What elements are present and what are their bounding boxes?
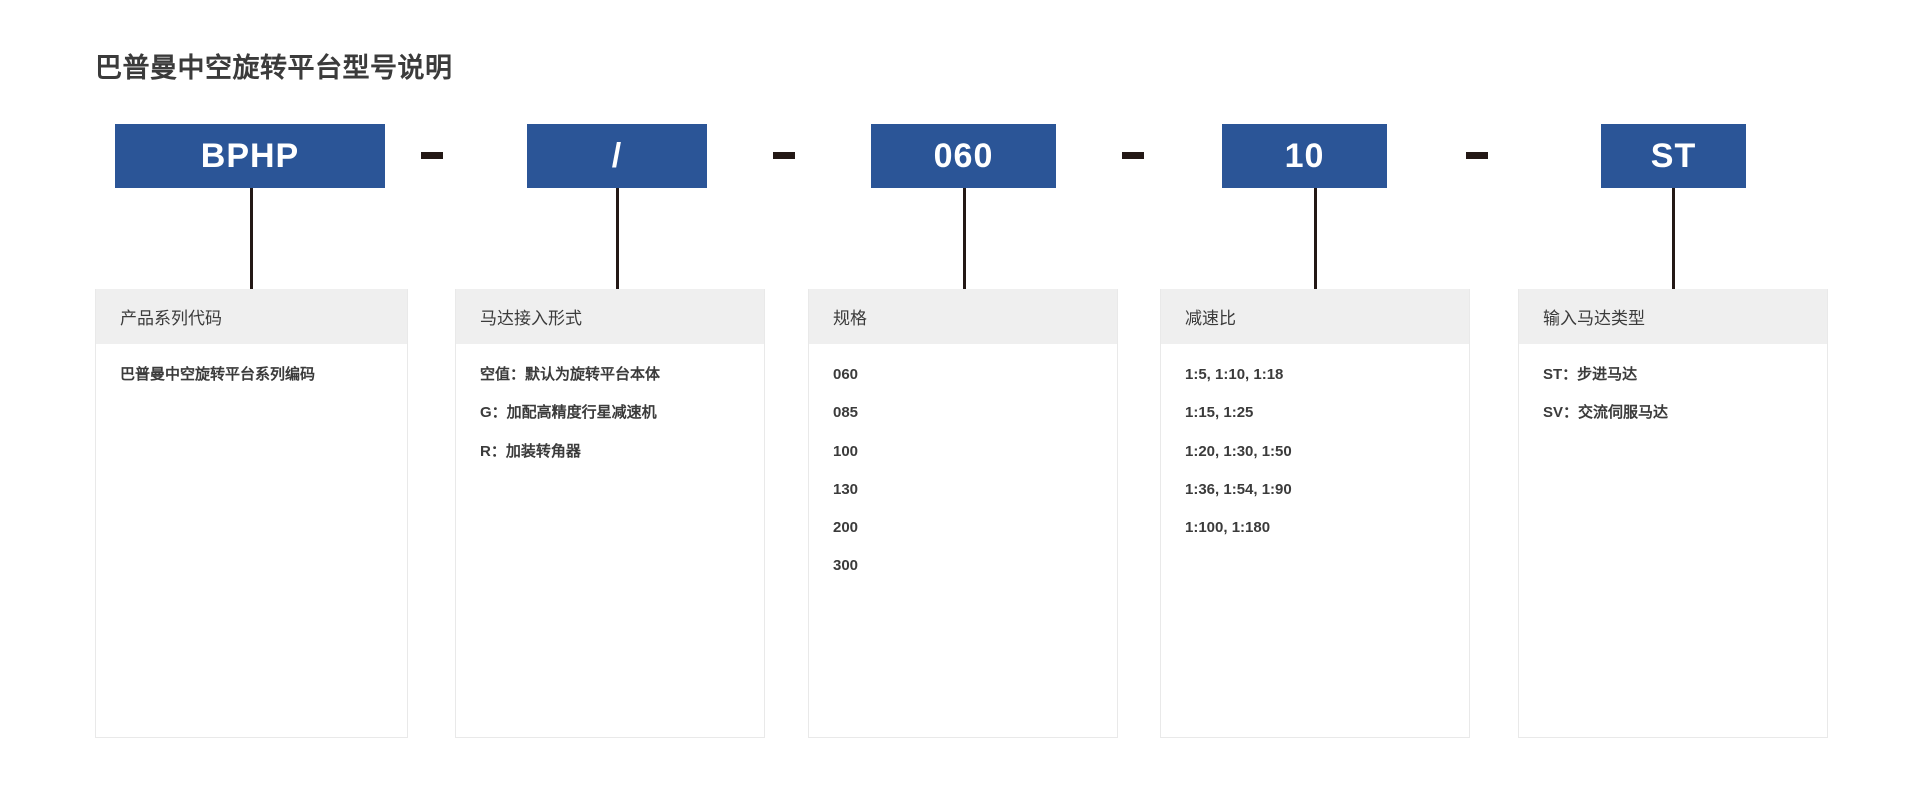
panel-body-input-motor-type: ST：步进马达 SV：交流伺服马达 [1519, 344, 1827, 422]
panel-line: 1:100, 1:180 [1185, 519, 1271, 536]
panel-header-motor-mount: 马达接入形式 [456, 289, 764, 344]
code-separator-1 [421, 152, 443, 159]
panel-line: 1:15, 1:25 [1185, 404, 1254, 422]
code-separator-3 [1122, 152, 1144, 159]
panel-header-product-series: 产品系列代码 [96, 289, 407, 344]
panel-header-input-motor-type: 输入马达类型 [1519, 289, 1827, 344]
connector-stem-3 [963, 188, 966, 289]
panel-body-motor-mount: 空值：默认为旋转平台本体 G：加配高精度行星减速机 R：加装转角器 [456, 344, 764, 460]
panel-line: 300 [833, 557, 859, 575]
connector-stem-4 [1314, 188, 1317, 289]
panel-line: 1:5, 1:10, 1:18 [1185, 366, 1284, 383]
panel-body-product-series: 巴普曼中空旋转平台系列编码 [96, 344, 407, 383]
panel-header-reduction-ratio: 减速比 [1161, 289, 1469, 344]
code-chip-motor-type[interactable]: ST [1601, 124, 1746, 188]
panel-body-reduction-ratio: 1:5, 1:10, 1:18 1:15, 1:25 1:20, 1:30, 1… [1161, 344, 1469, 536]
connector-stem-1 [250, 188, 253, 289]
code-chip-series[interactable]: BPHP [115, 124, 385, 188]
panel-line: ST：步进马达 [1543, 366, 1638, 383]
panel-line: 130 [833, 480, 859, 498]
panel-header-size: 规格 [809, 289, 1117, 344]
panel-product-series: 产品系列代码 巴普曼中空旋转平台系列编码 [95, 289, 408, 738]
panel-line: 060 [833, 366, 859, 383]
connector-stem-2 [616, 188, 619, 289]
connector-stem-5 [1672, 188, 1675, 289]
panel-line: G：加配高精度行星减速机 [480, 404, 657, 422]
panel-line: 085 [833, 404, 859, 422]
code-chip-motor-mount[interactable]: / [527, 124, 707, 188]
panel-motor-mount: 马达接入形式 空值：默认为旋转平台本体 G：加配高精度行星减速机 R：加装转角器 [455, 289, 765, 738]
code-separator-4 [1466, 152, 1488, 159]
panel-line: 200 [833, 519, 859, 536]
panel-line: 100 [833, 442, 859, 460]
panel-line: 1:36, 1:54, 1:90 [1185, 480, 1292, 498]
panel-line: 1:20, 1:30, 1:50 [1185, 442, 1292, 460]
panel-line: SV：交流伺服马达 [1543, 404, 1669, 422]
model-code-row: BPHP / 060 10 ST [0, 124, 1920, 224]
code-separator-2 [773, 152, 795, 159]
panel-size: 规格 060 085 100 130 200 300 [808, 289, 1118, 738]
panel-line: 巴普曼中空旋转平台系列编码 [120, 366, 316, 383]
panel-line: R：加装转角器 [480, 442, 581, 460]
page-title: 巴普曼中空旋转平台型号说明 [95, 53, 453, 83]
code-chip-size[interactable]: 060 [871, 124, 1056, 188]
panel-body-size: 060 085 100 130 200 300 [809, 344, 1117, 575]
panel-reduction-ratio: 减速比 1:5, 1:10, 1:18 1:15, 1:25 1:20, 1:3… [1160, 289, 1470, 738]
code-chip-ratio[interactable]: 10 [1222, 124, 1387, 188]
panel-input-motor-type: 输入马达类型 ST：步进马达 SV：交流伺服马达 [1518, 289, 1828, 738]
panel-line: 空值：默认为旋转平台本体 [480, 366, 661, 383]
